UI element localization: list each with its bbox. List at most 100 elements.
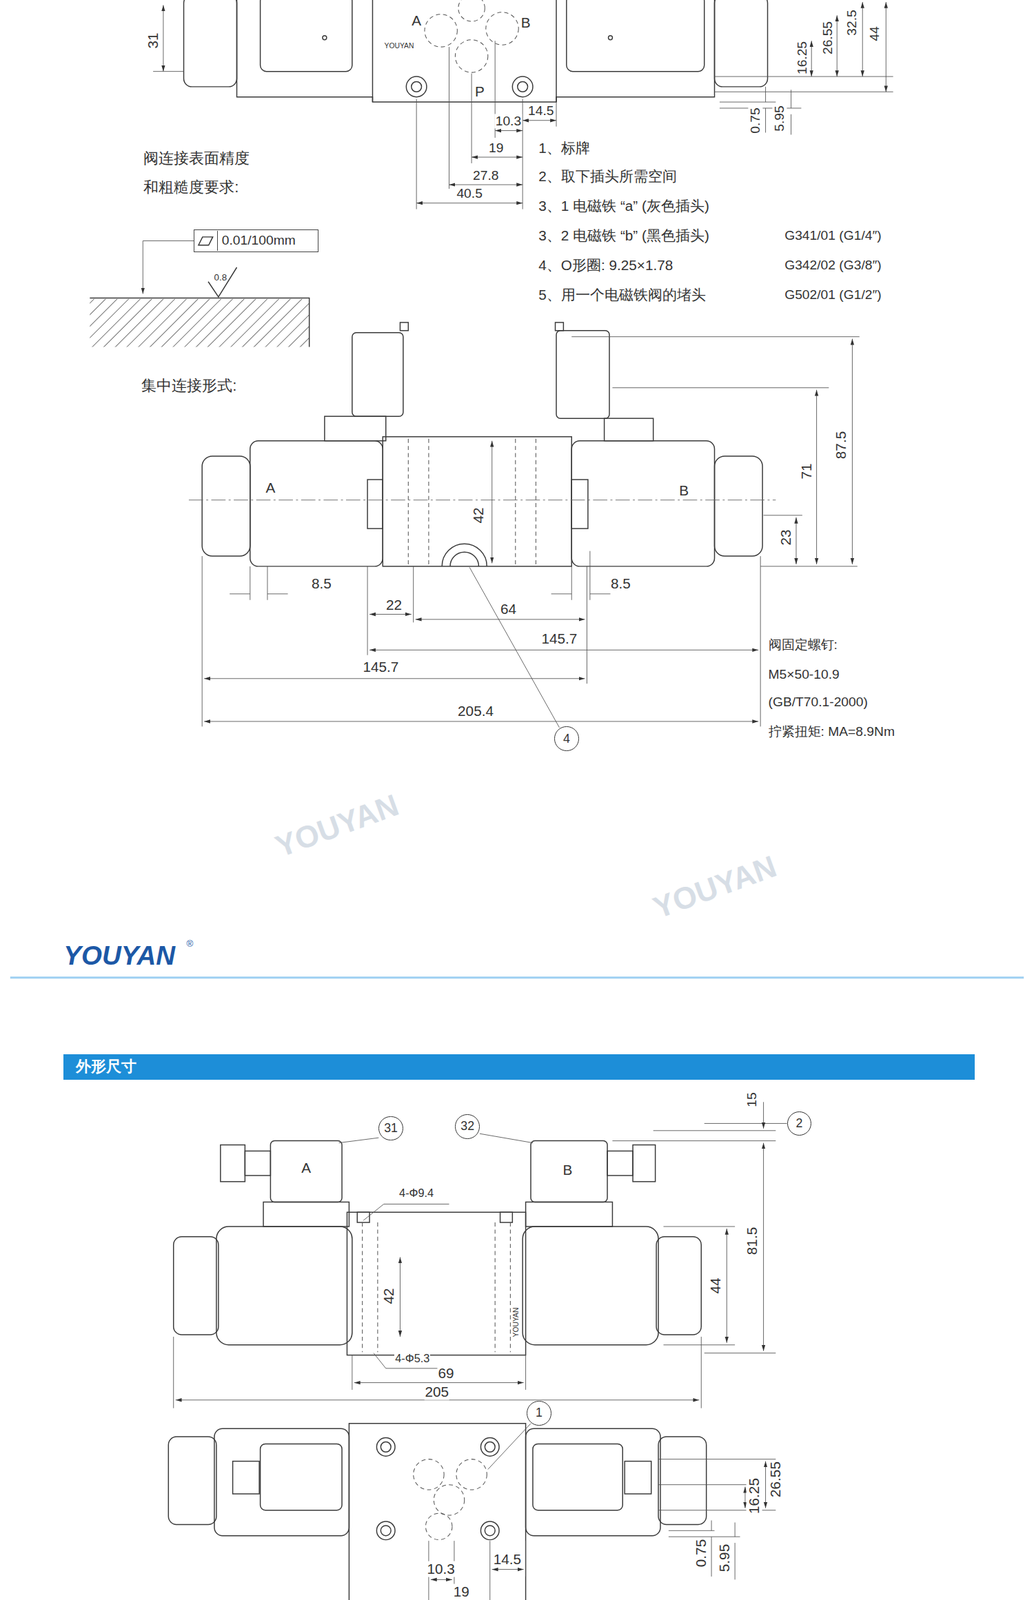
solenoid-letter: B bbox=[561, 1162, 573, 1179]
dimension-value: 16.25 bbox=[746, 1477, 763, 1516]
front-view-outline-line bbox=[354, 1382, 524, 1384]
front-view-manifold-line bbox=[816, 390, 817, 565]
front-view-manifold-line bbox=[382, 437, 572, 567]
section-band: 外形尺寸 bbox=[63, 1054, 975, 1081]
top-view-outline-line bbox=[376, 1522, 395, 1541]
top-view-outline-line bbox=[488, 1424, 531, 1471]
flatness-symbol bbox=[198, 237, 214, 246]
dimension-value: 23 bbox=[778, 529, 795, 547]
top-view-partial-line bbox=[608, 35, 613, 40]
dimension-value: 64 bbox=[499, 601, 517, 618]
dimension-value: 205 bbox=[423, 1384, 450, 1401]
front-view-manifold-line bbox=[204, 339, 853, 722]
top-view-partial-line bbox=[454, 39, 488, 73]
top-view-partial-line bbox=[449, 184, 524, 186]
front-view-outline-line bbox=[525, 1202, 613, 1228]
top-view-partial-line bbox=[411, 81, 422, 92]
top-view-partial-line bbox=[372, 0, 557, 103]
dimension-value: 16.25 bbox=[794, 40, 810, 76]
note-text: 4、O形圈: 9.25×1.78 bbox=[537, 257, 674, 274]
front-view-outline-line bbox=[339, 1123, 788, 1143]
brand-logo: YOUYAN bbox=[62, 941, 176, 971]
top-view-outline-line bbox=[376, 1438, 395, 1458]
port-letter: A bbox=[410, 12, 422, 29]
front-view-manifold-line bbox=[188, 499, 776, 501]
top-view-outline-line bbox=[744, 1487, 746, 1509]
note-text: 5、用一个电磁铁阀的堵头 bbox=[537, 287, 707, 304]
top-view-outline-line bbox=[380, 1442, 391, 1453]
top-view-outline-line bbox=[525, 1428, 661, 1536]
top-view-outline-line bbox=[484, 1442, 495, 1453]
top-view-outline-line bbox=[260, 1444, 342, 1511]
front-view-outline-line bbox=[173, 1237, 219, 1336]
callout-number: 32 bbox=[454, 1114, 480, 1140]
port-letter: B bbox=[520, 14, 532, 31]
dimension-value: 10.3 bbox=[426, 1562, 456, 1578]
dimension-value: 0.75 bbox=[693, 1539, 710, 1569]
top-view-partial-line bbox=[162, 4, 164, 72]
top-view-partial-line bbox=[406, 76, 427, 98]
top-view-partial-line bbox=[714, 0, 768, 87]
front-view-outline-line bbox=[220, 1145, 246, 1183]
front-view-manifold-line bbox=[551, 593, 611, 595]
front-view-manifold-line bbox=[556, 330, 610, 419]
dimension-value: 40.5 bbox=[455, 186, 483, 202]
front-view-outline-line bbox=[500, 1212, 513, 1223]
part-code: G341/01 (G1/4″) bbox=[783, 228, 882, 243]
note-text: 阀连接表面精度 bbox=[142, 149, 251, 167]
front-view-outline-line bbox=[656, 1237, 702, 1336]
note-text: 3、1 电磁铁 “a” (灰色插头) bbox=[537, 198, 710, 215]
dimension-value: 19 bbox=[452, 1584, 471, 1600]
callout-text: 32 bbox=[460, 1119, 475, 1134]
front-view-outline-line bbox=[216, 1227, 353, 1346]
front-view-manifold-line bbox=[852, 339, 853, 565]
body-mark: YOUYAN bbox=[383, 42, 415, 50]
surface-requirement-line bbox=[89, 297, 309, 347]
top-view-outline-line bbox=[480, 1438, 500, 1458]
dimension-value: 32.5 bbox=[845, 8, 860, 36]
top-view-outline-line bbox=[532, 1444, 623, 1511]
front-view-outline-line bbox=[632, 1145, 656, 1183]
surface-requirement-line bbox=[89, 299, 309, 348]
top-view-partial-line bbox=[811, 40, 813, 77]
top-view-partial-line bbox=[485, 12, 519, 45]
front-view-outline-line bbox=[270, 1141, 342, 1203]
port-letter: P bbox=[474, 84, 486, 100]
top-view-partial-line bbox=[153, 71, 894, 109]
front-view-outline-line bbox=[175, 1400, 700, 1401]
front-view-manifold-line bbox=[714, 456, 764, 557]
top-view-outline-line bbox=[425, 1513, 452, 1541]
dimension-value: 44 bbox=[867, 25, 882, 42]
top-view-outline-line bbox=[433, 1485, 464, 1516]
note-text: 1、标牌 bbox=[537, 139, 591, 156]
tolerance-value: 0.01/100mm bbox=[217, 232, 300, 249]
top-view-outline-line bbox=[413, 1460, 444, 1491]
front-view-manifold-line bbox=[571, 479, 589, 529]
dimension-value: 14.5 bbox=[527, 104, 555, 119]
top-view-outline-line bbox=[430, 1579, 453, 1581]
front-view-outline-line bbox=[373, 1353, 448, 1370]
dimension-value: 19 bbox=[488, 140, 504, 156]
dimension-value: 22 bbox=[385, 597, 403, 614]
top-view-partial-line bbox=[416, 40, 557, 209]
front-view-manifold-line bbox=[415, 619, 586, 620]
front-view-manifold-line bbox=[491, 441, 493, 564]
note-text: 2、取下插头所需空间 bbox=[537, 168, 678, 185]
dimension-value: 8.5 bbox=[610, 576, 632, 593]
front-view-outline-line bbox=[763, 1143, 764, 1352]
callout-number: 1 bbox=[526, 1401, 552, 1427]
top-view-partial-line bbox=[517, 81, 529, 92]
top-view-partial-line bbox=[836, 15, 838, 77]
front-view-manifold-line bbox=[555, 322, 564, 331]
watermark: YOUYAN bbox=[647, 849, 782, 926]
dimension-value: 10.3 bbox=[494, 114, 522, 129]
top-view-partial-line bbox=[522, 119, 557, 121]
top-view-partial-line bbox=[494, 130, 523, 131]
flatness-symbol bbox=[194, 230, 218, 252]
front-view-manifold-line bbox=[204, 721, 759, 722]
callout-number: 31 bbox=[378, 1116, 404, 1142]
trademark-sign: ® bbox=[186, 938, 195, 950]
top-view-outline-line bbox=[711, 1520, 735, 1580]
spec-text: (GB/T70.1-2000) bbox=[767, 694, 869, 710]
callout-text: 31 bbox=[383, 1121, 398, 1137]
